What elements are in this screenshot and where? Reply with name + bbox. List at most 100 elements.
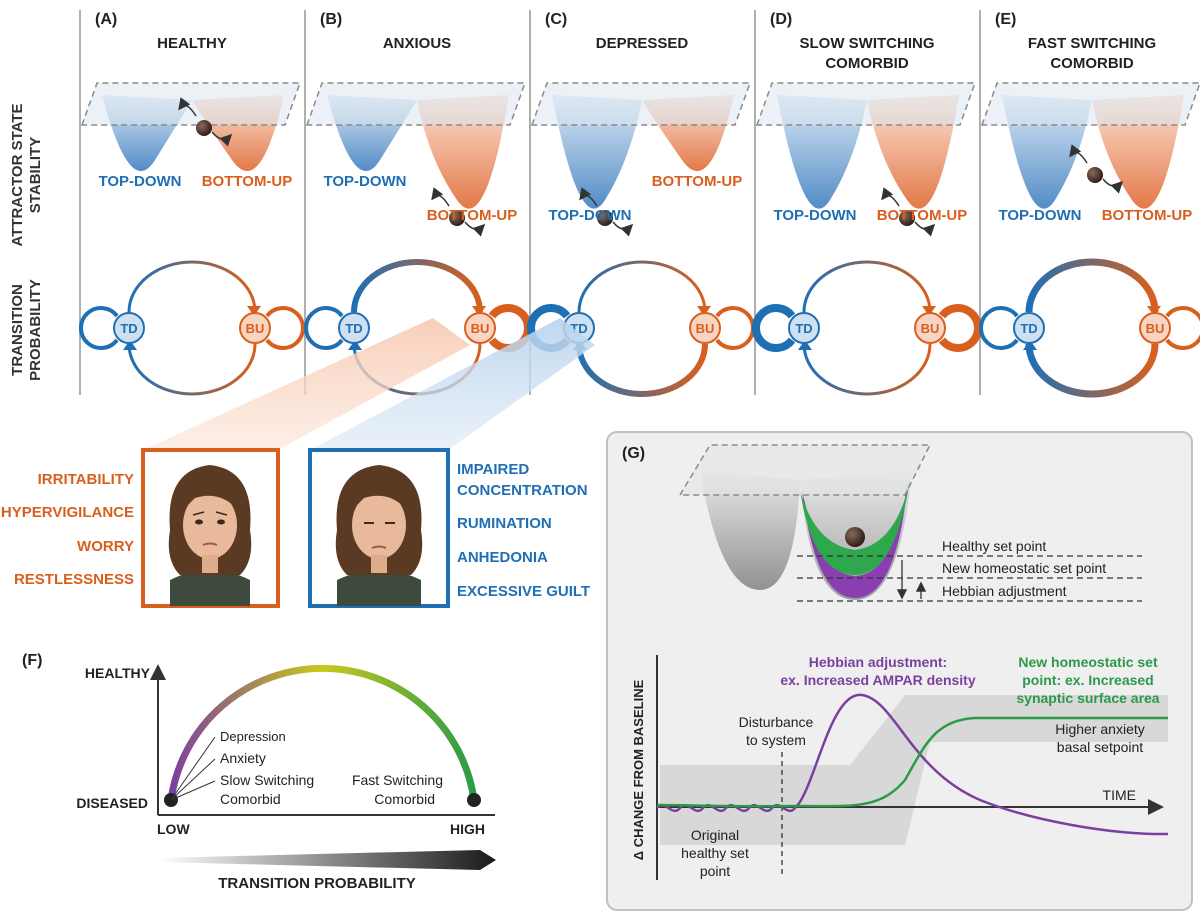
bu-to-td-arc xyxy=(802,343,932,396)
panel-title: HEALTHY xyxy=(157,35,227,52)
bottom-up-label: BOTTOM-UP xyxy=(427,207,518,224)
ball-arrow-left xyxy=(1069,144,1088,164)
td-to-bu-arrowhead xyxy=(1147,306,1161,316)
top-down-label: TOP-DOWN xyxy=(548,207,631,224)
panel-letter: (D) xyxy=(770,11,792,28)
td-to-bu-arc xyxy=(802,260,932,313)
top-down-label: TOP-DOWN xyxy=(98,173,181,190)
landscape-plane xyxy=(530,82,752,126)
panel-g-y-axis-label: Δ CHANGE FROM BASELINE xyxy=(631,679,646,860)
ball-arrow-right xyxy=(211,131,233,147)
panel-letter: (C) xyxy=(545,11,567,28)
symptom-hypervigilance: HYPERVIGILANCE xyxy=(1,504,134,521)
panel-g-green-well xyxy=(800,480,910,575)
panel-g-setpoint-lines xyxy=(797,555,1142,602)
panel-letter: (B) xyxy=(320,11,342,28)
panel-a: (A) HEALTHY TOP-DOWN BOTTOM-UP TD BU xyxy=(79,11,305,396)
panel-f-label-slow: Slow Switching xyxy=(220,772,314,788)
td-node-label: TD xyxy=(795,321,812,336)
anxious-symptoms: IRRITABILITY HYPERVIGILANCE WORRY RESTLE… xyxy=(1,471,134,588)
panel-f-label-depression: Depression xyxy=(220,729,286,744)
symptom-concentration: CONCENTRATION xyxy=(457,482,588,499)
td-to-bu-arc xyxy=(351,259,483,313)
top-down-label: TOP-DOWN xyxy=(323,173,406,190)
bu-to-td-arrowhead xyxy=(798,340,812,350)
symptom-anhedonia: ANHEDONIA xyxy=(457,549,548,566)
bu-self-loop xyxy=(938,304,982,352)
bottom-up-label: BOTTOM-UP xyxy=(877,207,968,224)
panel-g-hebbian-label-1: Hebbian adjustment: xyxy=(809,654,947,670)
panel-g: (G) Healthy set point New homeostatic se… xyxy=(606,431,1193,911)
landscape-plane xyxy=(80,82,302,126)
panel-g-new-set-point: New homeostatic set point xyxy=(942,560,1106,576)
panel-g-x-axis-label: TIME xyxy=(1103,787,1136,803)
symptom-irritability: IRRITABILITY xyxy=(38,471,134,488)
anxious-beam xyxy=(143,318,470,450)
panel-g-higher-label-1: Higher anxiety xyxy=(1055,721,1145,737)
panel-f-probability-arrow xyxy=(157,850,496,870)
panel-g-original-label-1: Original xyxy=(691,827,739,843)
panel-f-x-high: HIGH xyxy=(450,821,485,837)
bu-node xyxy=(464,312,496,344)
state-ball xyxy=(449,210,465,226)
bu-node xyxy=(689,312,721,344)
td-node-label: TD xyxy=(345,321,362,336)
bu-node-label: BU xyxy=(696,321,715,336)
bu-node-label: BU xyxy=(246,321,265,336)
panel-g-original-label-3: point xyxy=(700,863,730,879)
panel-f-label-anxiety: Anxiety xyxy=(220,750,266,766)
panel-g-purple-well xyxy=(802,480,908,598)
panel-f-label-fast-comorbid: Comorbid xyxy=(374,791,435,807)
ball-arrow-right xyxy=(914,221,936,237)
td-to-bu-arc xyxy=(1025,258,1159,313)
state-ball xyxy=(196,120,212,136)
td-self-loop xyxy=(79,306,119,350)
row-label-attractor-line2: STABILITY xyxy=(27,137,44,213)
panel-g-hebbian-set-point: Hebbian adjustment xyxy=(942,583,1067,599)
bu-self-loop xyxy=(265,306,305,350)
landscape-plane xyxy=(305,82,527,126)
bu-node xyxy=(1139,312,1171,344)
symptom-worry: WORRY xyxy=(77,538,134,555)
td-node-label: TD xyxy=(120,321,137,336)
panel-f-label-fast: Fast Switching xyxy=(352,772,443,788)
symptom-restlessness: RESTLESSNESS xyxy=(14,571,134,588)
row-label-transition-line1: TRANSITION xyxy=(9,284,26,376)
panel-title: COMORBID xyxy=(1050,55,1133,72)
td-to-bu-arrowhead xyxy=(697,306,711,316)
panel-letter: (A) xyxy=(95,11,117,28)
panel-title: SLOW SWITCHING xyxy=(800,35,935,52)
panel-g-homeostatic-label-2: point: ex. Increased xyxy=(1022,672,1153,688)
row-label-attractor-line1: ATTRACTOR STATE xyxy=(9,103,26,246)
panel-g-letter: (G) xyxy=(622,445,645,462)
landscape-plane xyxy=(980,82,1200,126)
ball-arrow-left xyxy=(579,187,598,207)
bottom-up-label: BOTTOM-UP xyxy=(1102,207,1193,224)
panel-f-y-top: HEALTHY xyxy=(85,665,151,681)
bu-node xyxy=(914,312,946,344)
panel-g-ball xyxy=(845,527,865,547)
state-ball xyxy=(1087,167,1103,183)
td-node xyxy=(338,312,370,344)
symptom-impaired: IMPAIRED xyxy=(457,461,529,478)
bu-to-td-arc xyxy=(1025,343,1159,398)
td-self-loop xyxy=(304,306,344,350)
td-to-bu-arrowhead xyxy=(472,306,486,316)
panel-g-healthy-set-point: Healthy set point xyxy=(942,538,1046,554)
panel-f: (F) HEALTHY DISEASED Depression Anxiety … xyxy=(22,652,496,892)
top-down-label: TOP-DOWN xyxy=(773,207,856,224)
ball-arrow-right xyxy=(464,221,486,237)
top-down-label: TOP-DOWN xyxy=(998,207,1081,224)
state-ball xyxy=(597,210,613,226)
panel-title: FAST SWITCHING xyxy=(1028,35,1156,52)
panel-f-y-bottom: DISEASED xyxy=(76,795,148,811)
ball-arrow-right xyxy=(612,221,634,237)
td-to-bu-arrowhead xyxy=(922,306,936,316)
bottom-up-label: BOTTOM-UP xyxy=(202,173,293,190)
td-to-bu-arc xyxy=(127,260,257,313)
bu-node xyxy=(239,312,271,344)
ball-arrow-left xyxy=(431,187,450,207)
